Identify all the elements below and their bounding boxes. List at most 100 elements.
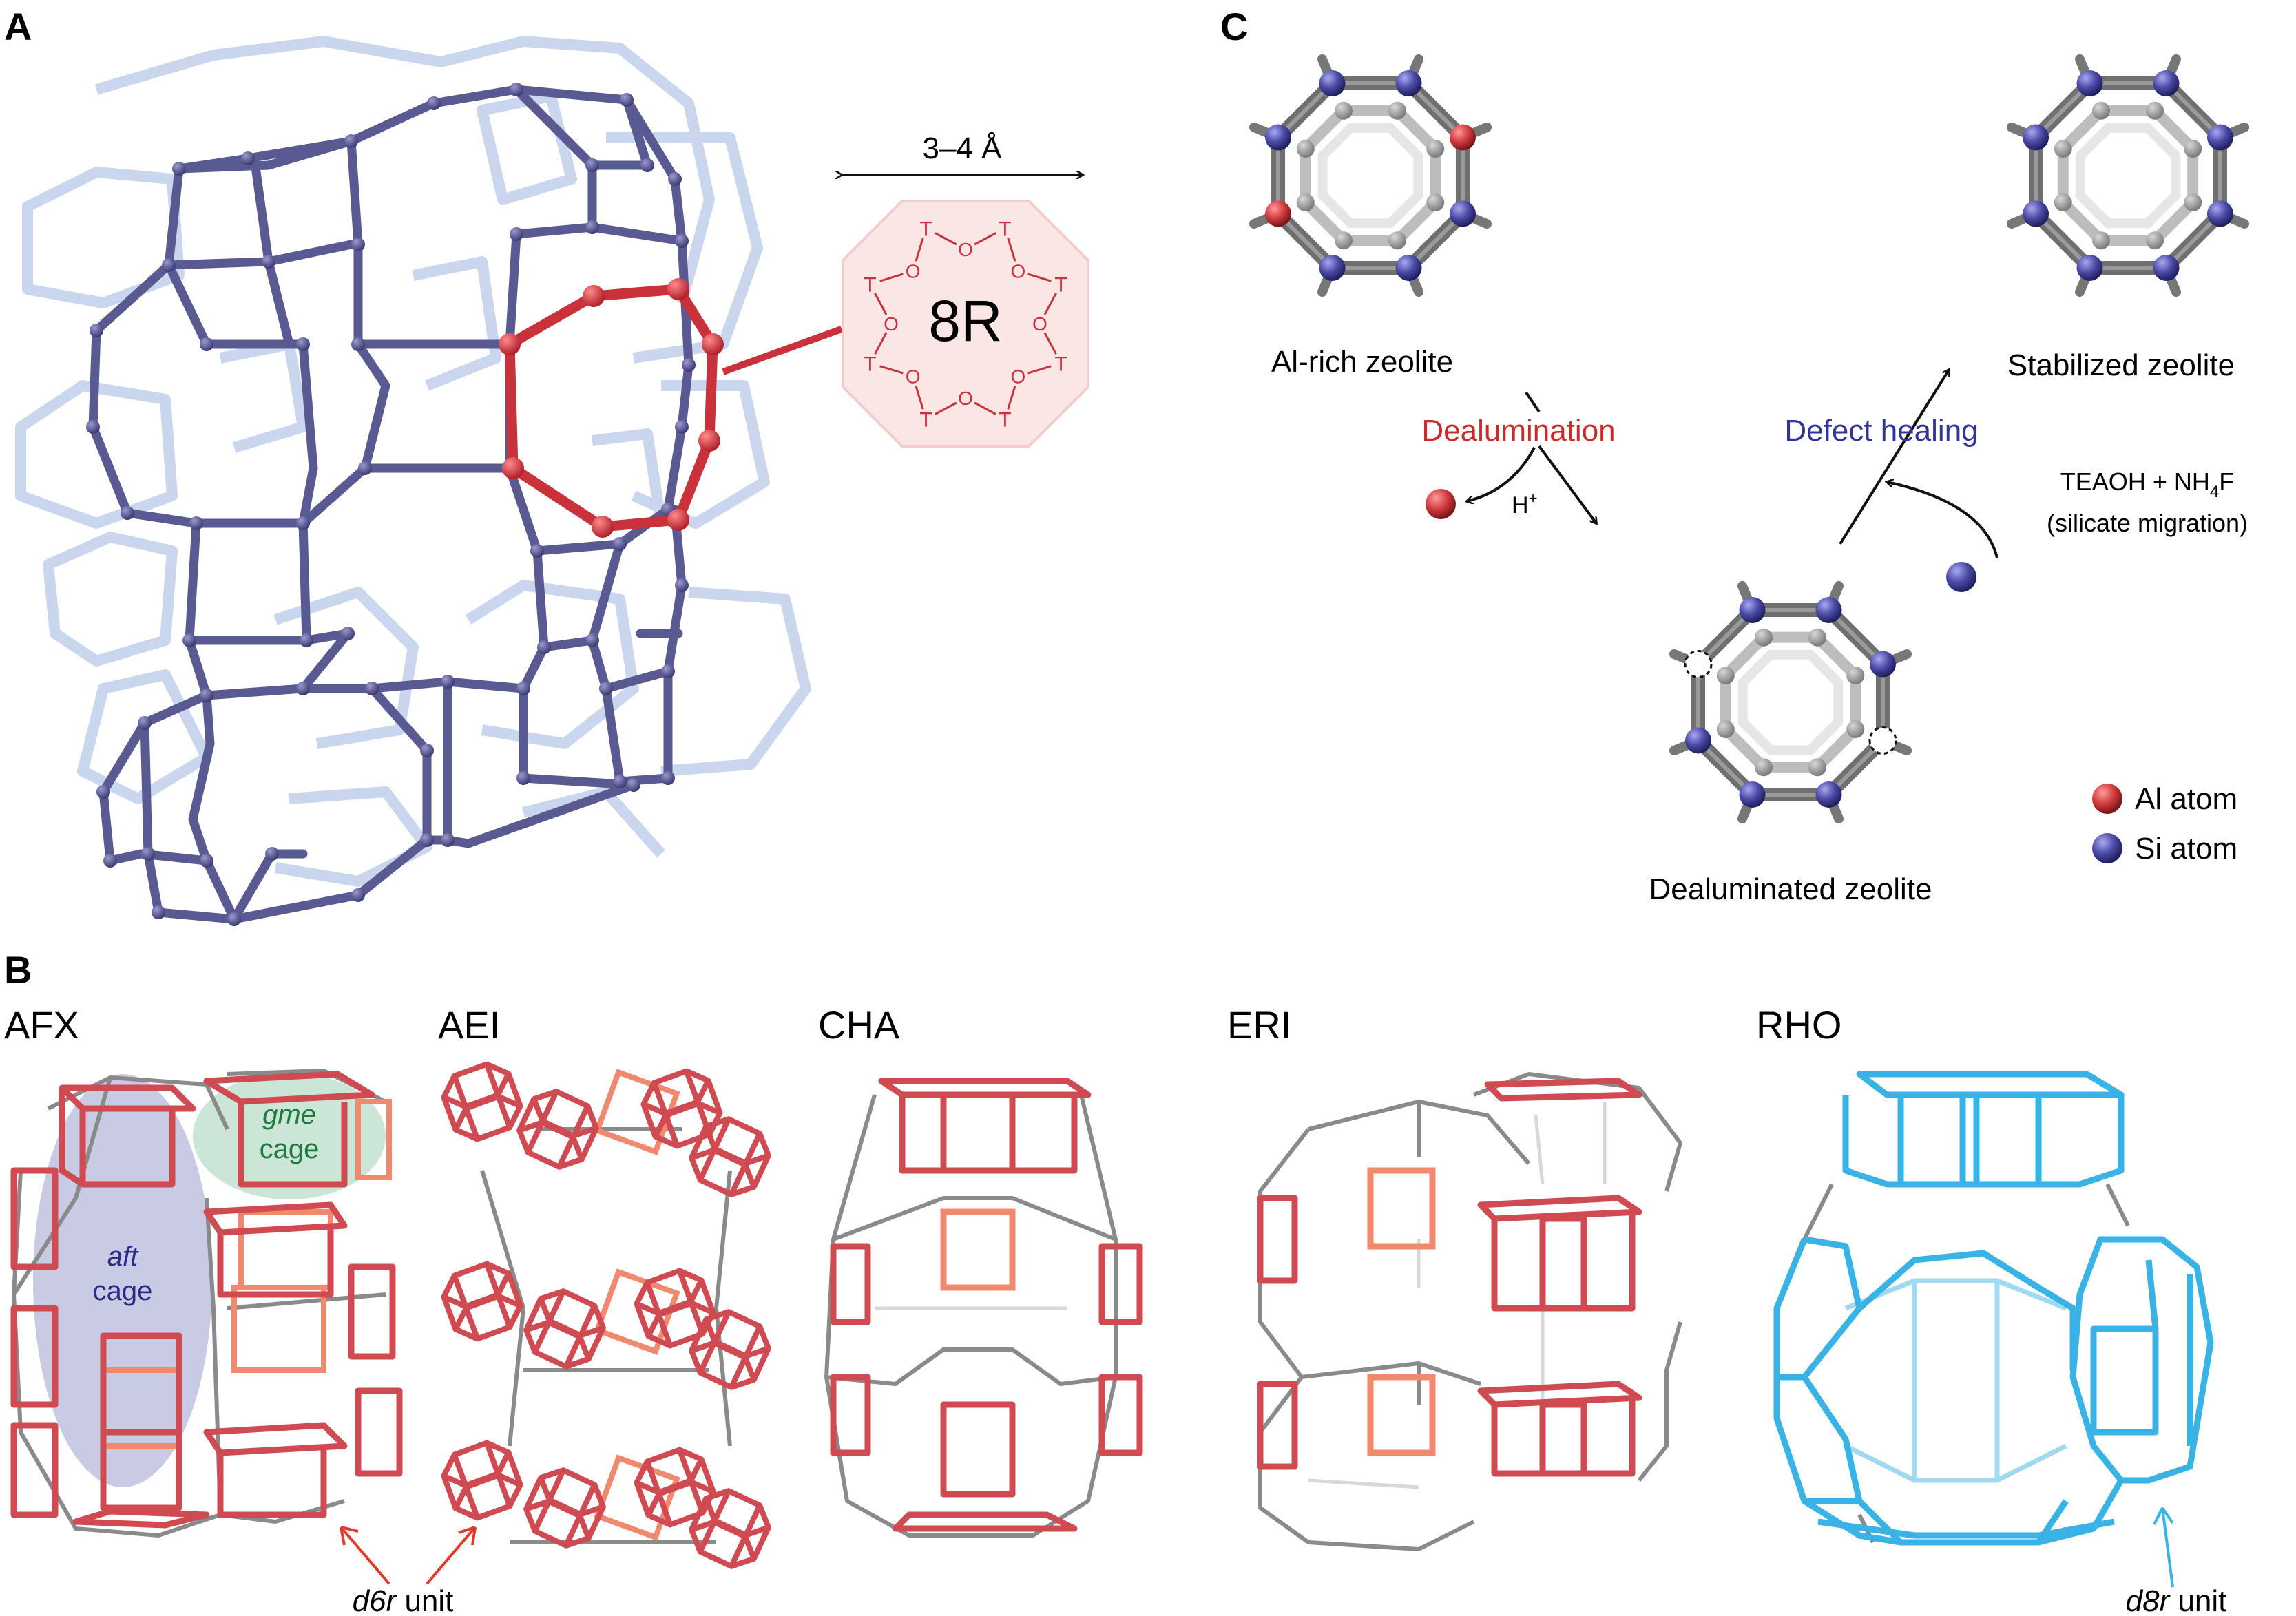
migrating-si-atom [1946, 562, 1976, 592]
cha-structure [824, 1078, 1143, 1538]
panel-a-label: A [4, 5, 32, 48]
t-atom-2: T [1054, 353, 1067, 375]
legend-si-swatch [2092, 833, 2122, 863]
panel-b: B AFX AEI CHA ERI RHO [4, 948, 2226, 1616]
al-rich-zeolite-ring [1249, 54, 1492, 297]
d6r-label: d6r unit [353, 1584, 454, 1616]
reagent-label: TEAOH + NH4F [2060, 468, 2234, 501]
al-atom [1265, 200, 1292, 227]
defect-healing-label: Defect healing [1784, 414, 1978, 448]
si-atom [2206, 124, 2233, 151]
ring-label: 8R [928, 288, 1002, 353]
si-atom [1739, 781, 1766, 808]
proton-label: H+ [1512, 490, 1537, 518]
removed-al-atom [1426, 489, 1456, 519]
gme-cage-label: gme [262, 1100, 316, 1130]
o-atom-2: O [1010, 366, 1025, 387]
si-atom [2023, 200, 2049, 227]
panel-c: C Al-rich zeolite Stabilized zeolite Dea… [1220, 5, 2250, 906]
dealumination-label: Dealumination [1421, 414, 1615, 448]
panel-b-label: B [4, 948, 32, 991]
rho-structure [1773, 1071, 2214, 1546]
d6r-arrowhead-afx [340, 1526, 359, 1546]
aft-cage-word: cage [93, 1276, 153, 1306]
d6r-unit [634, 1447, 716, 1528]
vacancy [1868, 726, 1897, 755]
eri-structure [1257, 1072, 1682, 1551]
legend-al-swatch [2092, 784, 2122, 814]
legend: Al atom Si atom [2092, 782, 2237, 865]
framework-cha: CHA [818, 1003, 900, 1047]
dealuminated-zeolite-ring [1669, 580, 1912, 824]
d6r-unit [441, 1440, 523, 1521]
t-atom-5: T [864, 353, 876, 375]
dealumination-arrow [1538, 445, 1596, 523]
si-atom [1685, 727, 1712, 754]
t-atom-6: T [864, 274, 876, 297]
d6r-unit [689, 1488, 771, 1569]
t-atom-4: T [919, 409, 932, 432]
d6r-arrow-afx [340, 1526, 390, 1585]
panel-a: A [4, 5, 1089, 926]
si-atom [1395, 70, 1422, 97]
ring-pointer-line [722, 326, 843, 375]
gme-cage-word: cage [260, 1134, 320, 1164]
aei-structure [441, 1061, 771, 1569]
al-rich-label: Al-rich zeolite [1271, 345, 1453, 379]
si-atom [1815, 597, 1842, 624]
d6r-unit [523, 1467, 606, 1549]
al-atom [1449, 124, 1476, 151]
d8r-label: d8r unit [2126, 1584, 2227, 1616]
si-atom [2153, 70, 2180, 97]
si-atom [1739, 597, 1766, 624]
d6r-unit [441, 1061, 523, 1142]
d6r-unit [689, 1116, 771, 1197]
si-atom [2076, 254, 2103, 281]
o-atom-6: O [906, 261, 921, 282]
si-atom [2023, 124, 2049, 151]
o-atom-5: O [884, 313, 899, 335]
t-atom-1: T [1054, 274, 1067, 297]
d6r-arrowhead-aei [458, 1526, 477, 1546]
t-atom-0: T [999, 218, 1011, 240]
d6r-unit [441, 1261, 523, 1342]
afx-structure: gme cage aft cage [10, 1069, 403, 1538]
legend-si-label: Si atom [2135, 832, 2237, 865]
si-atom [1815, 781, 1842, 808]
si-atom [1319, 254, 1346, 281]
highlighted-8-ring [499, 278, 724, 538]
framework-aei: AEI [438, 1003, 500, 1047]
framework-afx: AFX [4, 1003, 79, 1047]
si-atom [1319, 70, 1346, 97]
stabilized-label: Stabilized zeolite [2007, 348, 2235, 382]
si-atom [2206, 200, 2233, 227]
si-atom [1869, 651, 1896, 678]
vacancy [1684, 650, 1713, 679]
unit-annotations: d6r unit d8r unit [340, 1507, 2227, 1616]
si-atom [1265, 124, 1292, 151]
migration-label: (silicate migration) [2047, 509, 2248, 537]
d8r-arrowhead [2153, 1507, 2174, 1525]
si-atom [2076, 70, 2103, 97]
al-removal-arrow [1467, 447, 1536, 501]
t-atom-3: T [999, 409, 1011, 432]
t-atom-7: T [919, 218, 932, 240]
d6r-arrow-aei [426, 1526, 477, 1585]
framework-rho: RHO [1756, 1003, 1841, 1047]
legend-al-label: Al atom [2135, 782, 2237, 816]
d6r-unit [523, 1288, 606, 1370]
stabilized-zeolite-ring [2006, 54, 2250, 297]
dealumination-arrow-top [1525, 391, 1541, 413]
dealuminated-label: Dealuminated zeolite [1649, 872, 1932, 906]
healing-arrow [1839, 370, 1949, 545]
aft-cage-label: aft [107, 1241, 139, 1272]
o-atom-1: O [1032, 313, 1047, 335]
o-atom-3: O [958, 388, 973, 409]
background-framework [15, 36, 811, 887]
si-atom [1449, 200, 1476, 227]
o-atom-4: O [906, 366, 921, 387]
d6r-unit [634, 1268, 716, 1349]
